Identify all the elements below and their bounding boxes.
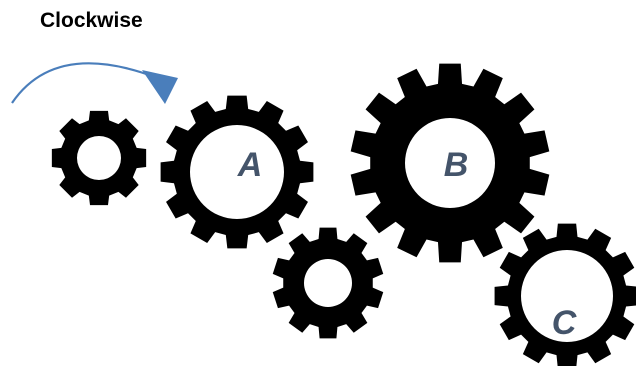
gear-label-b: B (444, 146, 469, 184)
gear-small-left-body (51, 110, 147, 206)
gear-small-middle (272, 227, 384, 339)
gear-small-left (51, 110, 147, 206)
arrow-arc (11, 62, 156, 104)
gear-c (494, 223, 636, 366)
gear-b (350, 63, 550, 263)
gear-label-c: C (552, 304, 577, 342)
gear-a (160, 95, 314, 249)
gear-c-body (494, 223, 636, 366)
arrow-head-icon (142, 70, 178, 104)
gear-small-middle-body (272, 227, 384, 339)
direction-caption: Clockwise (40, 9, 143, 32)
gear-a-body (160, 95, 314, 249)
gear-b-body (350, 63, 550, 263)
gear-label-a: A (237, 146, 263, 184)
rotation-arrow (11, 62, 178, 104)
